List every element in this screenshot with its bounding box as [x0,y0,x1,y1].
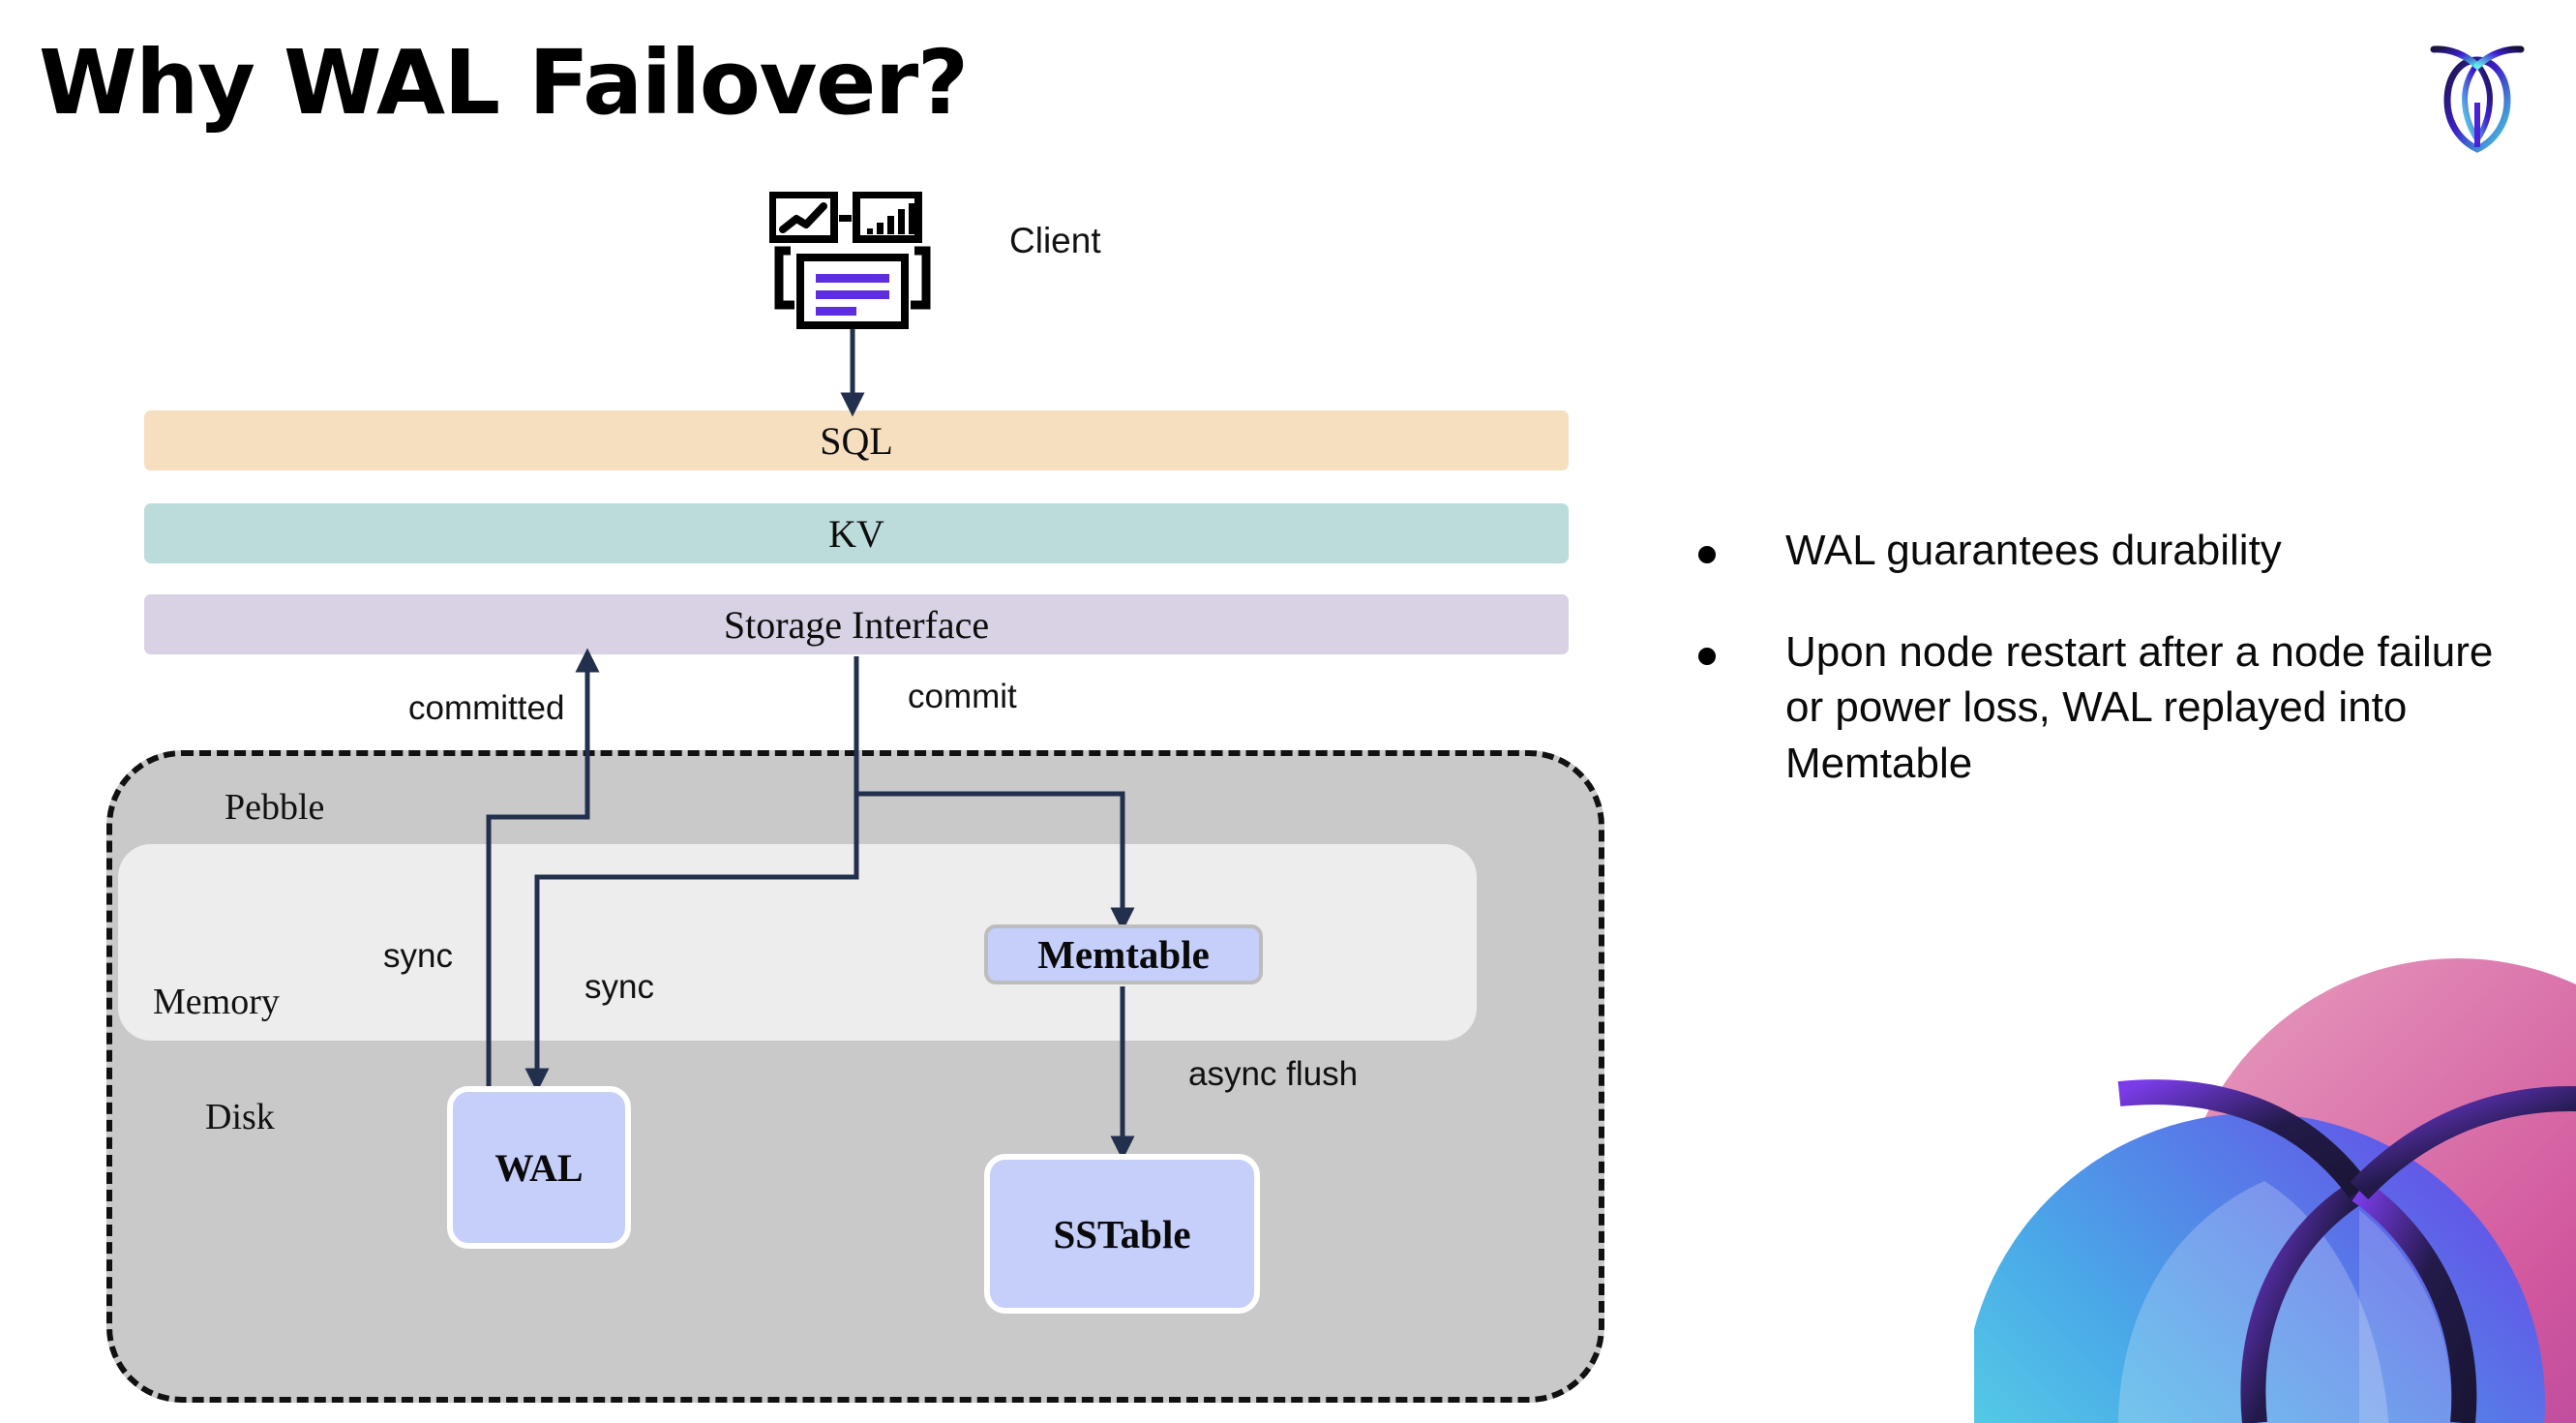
client-dashboard-icon [769,192,931,329]
page-title: Why WAL Failover? [39,31,969,135]
client-label: Client [1009,221,1101,260]
edge-label-async-flush: async flush [1188,1055,1359,1093]
node-sstable: SSTable [984,1154,1260,1314]
pebble-label: Pebble [225,787,325,828]
disk-zone-label: Disk [205,1097,275,1137]
layer-bar-kv: KV [144,503,1569,563]
layer-bar-sql: SQL [144,410,1569,470]
edge-label-commit: commit [908,678,1017,715]
memory-zone-label: Memory [153,982,280,1022]
layer-bar-sql-label: SQL [820,418,893,463]
node-wal-label: WAL [494,1145,584,1190]
edge-commit-to-memtable [856,791,1135,932]
edge-label-committed: committed [408,689,565,727]
layer-bar-storage-interface-label: Storage Interface [723,602,990,647]
bullet-list: WAL guarantees durability Upon node rest… [1698,523,2501,837]
cockroachdb-logo-icon [2430,45,2525,153]
edge-label-sync-right: sync [584,968,654,1006]
node-sstable-label: SSTable [1053,1211,1191,1256]
bullet-text: Upon node restart after a node failure o… [1785,628,2494,787]
list-item: WAL guarantees durability [1698,523,2501,578]
edge-sync-to-wal [524,656,859,1093]
layer-bar-storage-interface: Storage Interface [144,594,1569,654]
layer-bar-kv-label: KV [828,511,884,556]
bullet-text: WAL guarantees durability [1785,527,2282,574]
node-wal: WAL [447,1086,631,1249]
node-memtable-label: Memtable [1037,932,1210,977]
list-item: Upon node restart after a node failure o… [1698,624,2501,791]
node-memtable: Memtable [984,924,1263,984]
edge-committed [486,648,600,1086]
bullet-dot-icon [1698,648,1716,666]
edge-label-sync-left: sync [383,937,453,975]
bullet-dot-icon [1698,546,1716,563]
